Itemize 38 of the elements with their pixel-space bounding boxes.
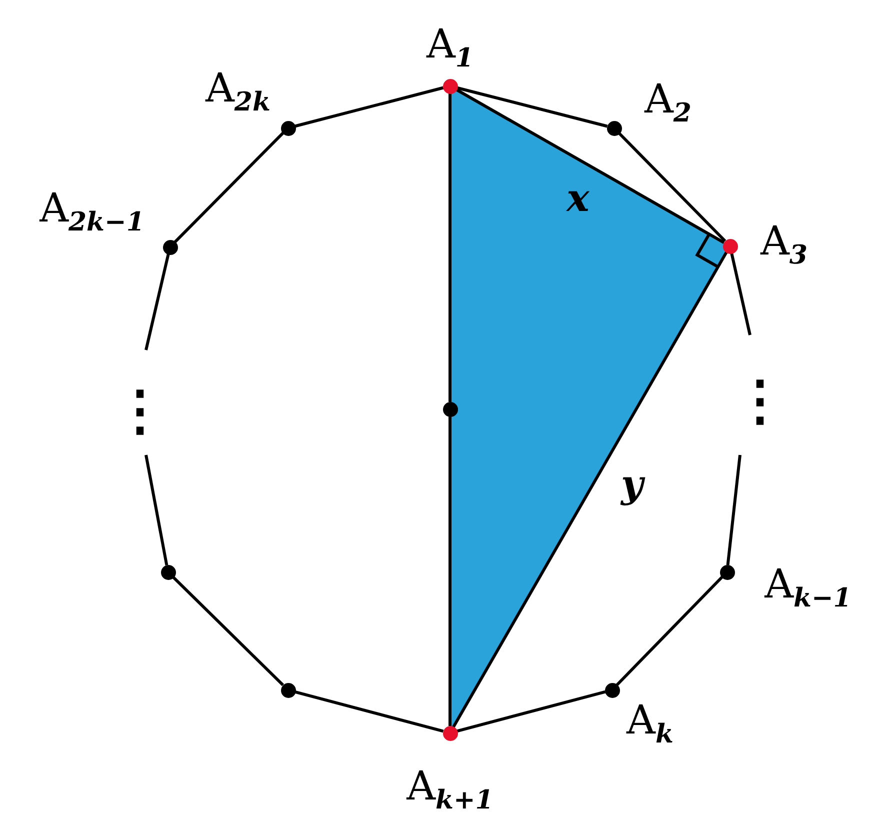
vertex-label: A$_{2}$ (644, 80, 692, 126)
vertex-dot (604, 682, 620, 698)
vertex-dot (720, 564, 734, 580)
vertex-label: A$_{2k−1}$ (40, 188, 144, 236)
line-segment (456, 690, 606, 733)
ellipsis-mark: ⋮ (113, 383, 167, 437)
line-segment (294, 86, 444, 128)
vertex-dot (442, 726, 458, 740)
vertex-dot (162, 240, 178, 254)
vertex-dot (442, 402, 458, 416)
line-segment (726, 454, 742, 566)
vertex-dot (606, 120, 622, 136)
line-segment (616, 576, 724, 686)
line-segment (618, 132, 726, 242)
ellipsis-mark: ⋮ (733, 373, 787, 427)
vertex-dot (442, 78, 458, 94)
edge-label: y (620, 465, 644, 503)
line-segment (448, 416, 452, 726)
line-segment (172, 576, 284, 686)
line-segment (294, 690, 444, 733)
vertex-label: A$_{1}$ (426, 24, 474, 72)
line-segment (174, 132, 284, 244)
edge-label: x (566, 179, 590, 217)
line-segment (455, 88, 725, 244)
vertex-dot (280, 682, 296, 698)
vertex-label: A$_{k+1}$ (406, 766, 494, 814)
vertex-dot (160, 564, 176, 580)
vertex-label: A$_{3}$ (760, 222, 808, 268)
vertex-dot (280, 120, 296, 136)
line-segment (456, 86, 608, 128)
vertex-label: A$_{k}$ (626, 700, 674, 748)
line-segment (452, 251, 728, 728)
line-segment (448, 93, 452, 402)
line-segment (730, 252, 752, 336)
line-segment (144, 253, 170, 350)
vertex-label: A$_{2k}$ (206, 68, 270, 116)
vertex-label: A$_{k−1}$ (764, 564, 852, 612)
line-segment (144, 454, 168, 566)
